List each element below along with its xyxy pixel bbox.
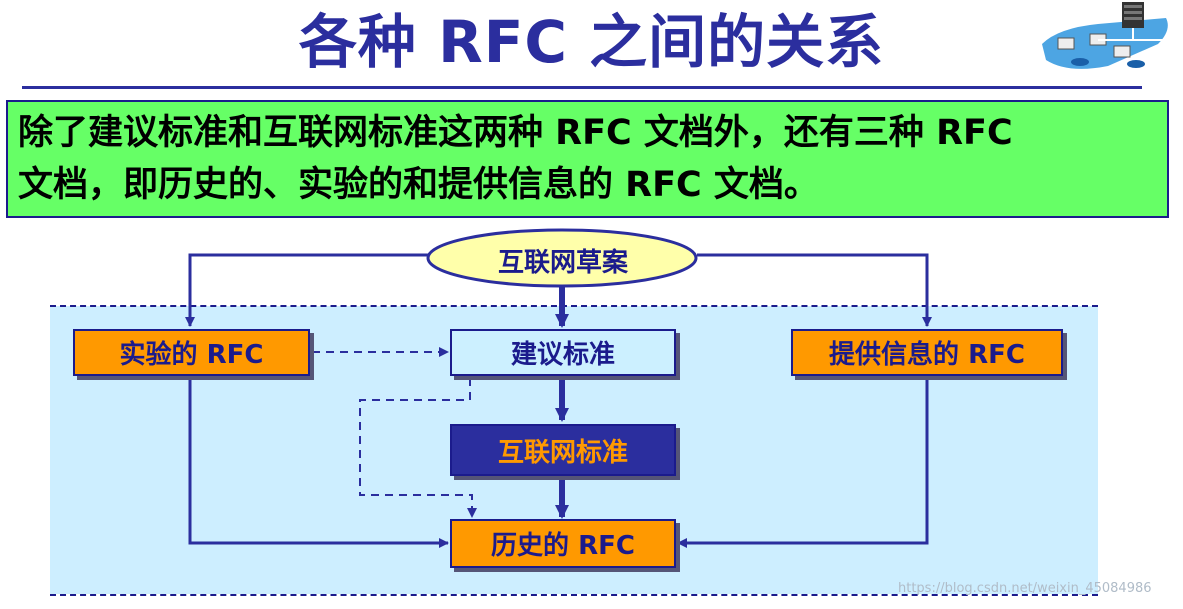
- draft-ellipse: [426, 228, 698, 288]
- intro-box: 除了建议标准和互联网标准这两种 RFC 文档外，还有三种 RFC 文档，即历史的…: [6, 100, 1169, 218]
- page-title: 各种 RFC 之间的关系: [298, 8, 885, 76]
- intro-line-1: 除了建议标准和互联网标准这两种 RFC 文档外，还有三种 RFC: [18, 113, 1013, 153]
- node-internet-standard: 互联网标准: [450, 424, 676, 476]
- node-proposed-standard: 建议标准: [450, 329, 676, 376]
- intro-line-2: 文档，即历史的、实验的和提供信息的 RFC 文档。: [18, 165, 819, 205]
- arrow-informational-to-historic: [677, 378, 929, 548]
- node-informational-rfc: 提供信息的 RFC: [791, 329, 1063, 376]
- node-historic-rfc: 历史的 RFC: [450, 519, 676, 568]
- node-internet-draft: 互联网草案: [497, 247, 628, 278]
- node-experimental-rfc: 实验的 RFC: [73, 329, 310, 376]
- arrow-experimental-to-historic: [188, 378, 449, 548]
- region-bottom-border: [50, 594, 1098, 596]
- network-icon: [1042, 2, 1168, 69]
- arrow-draft-to-experimental: [185, 253, 430, 327]
- region-top-border: [50, 305, 1098, 307]
- arrow-proposed-to-historic-dashed: [359, 378, 477, 518]
- title-divider: [22, 86, 1142, 89]
- arrow-draft-to-informational: [697, 253, 932, 327]
- watermark: https://blog.csdn.net/weixin_45084986: [898, 581, 1152, 596]
